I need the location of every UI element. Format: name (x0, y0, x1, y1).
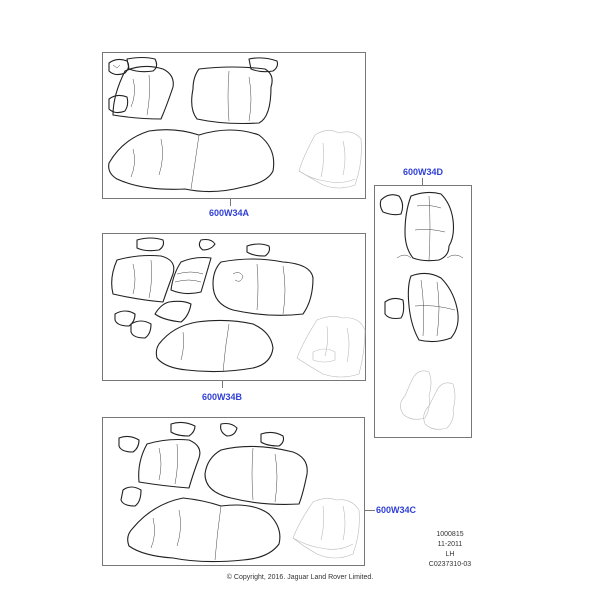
panel-600w34c (102, 417, 365, 566)
seat-cover-illustration-a (108, 56, 362, 193)
copyright-notice: © Copyright, 2016. Jaguar Land Rover Lim… (226, 574, 374, 581)
callout-600w34a[interactable]: 600W34A (209, 208, 250, 218)
callout-600w34b[interactable]: 600W34B (202, 392, 243, 402)
leader-line-c (365, 510, 375, 511)
panel-600w34d (374, 185, 472, 438)
leader-line-b (222, 381, 223, 388)
drawing-reference: C0237310-03 (428, 561, 472, 568)
panel-600w34a (102, 52, 366, 199)
leader-line-a (230, 199, 231, 206)
seat-cover-illustration-b (111, 237, 366, 378)
callout-600w34c[interactable]: 600W34C (376, 505, 417, 515)
callout-600w34d[interactable]: 600W34D (403, 167, 444, 177)
drawing-side: LH (445, 551, 455, 558)
seat-cover-illustration-c (118, 421, 360, 563)
panel-600w34b (102, 233, 366, 381)
leader-line-d (422, 178, 423, 185)
seat-cover-illustration-d (379, 191, 464, 430)
drawing-date: 11-2011 (437, 541, 463, 548)
drawing-meta-block: 1000815 11-2011 LH C0237310-03 (402, 530, 498, 570)
drawing-number: 1000815 (436, 531, 464, 538)
